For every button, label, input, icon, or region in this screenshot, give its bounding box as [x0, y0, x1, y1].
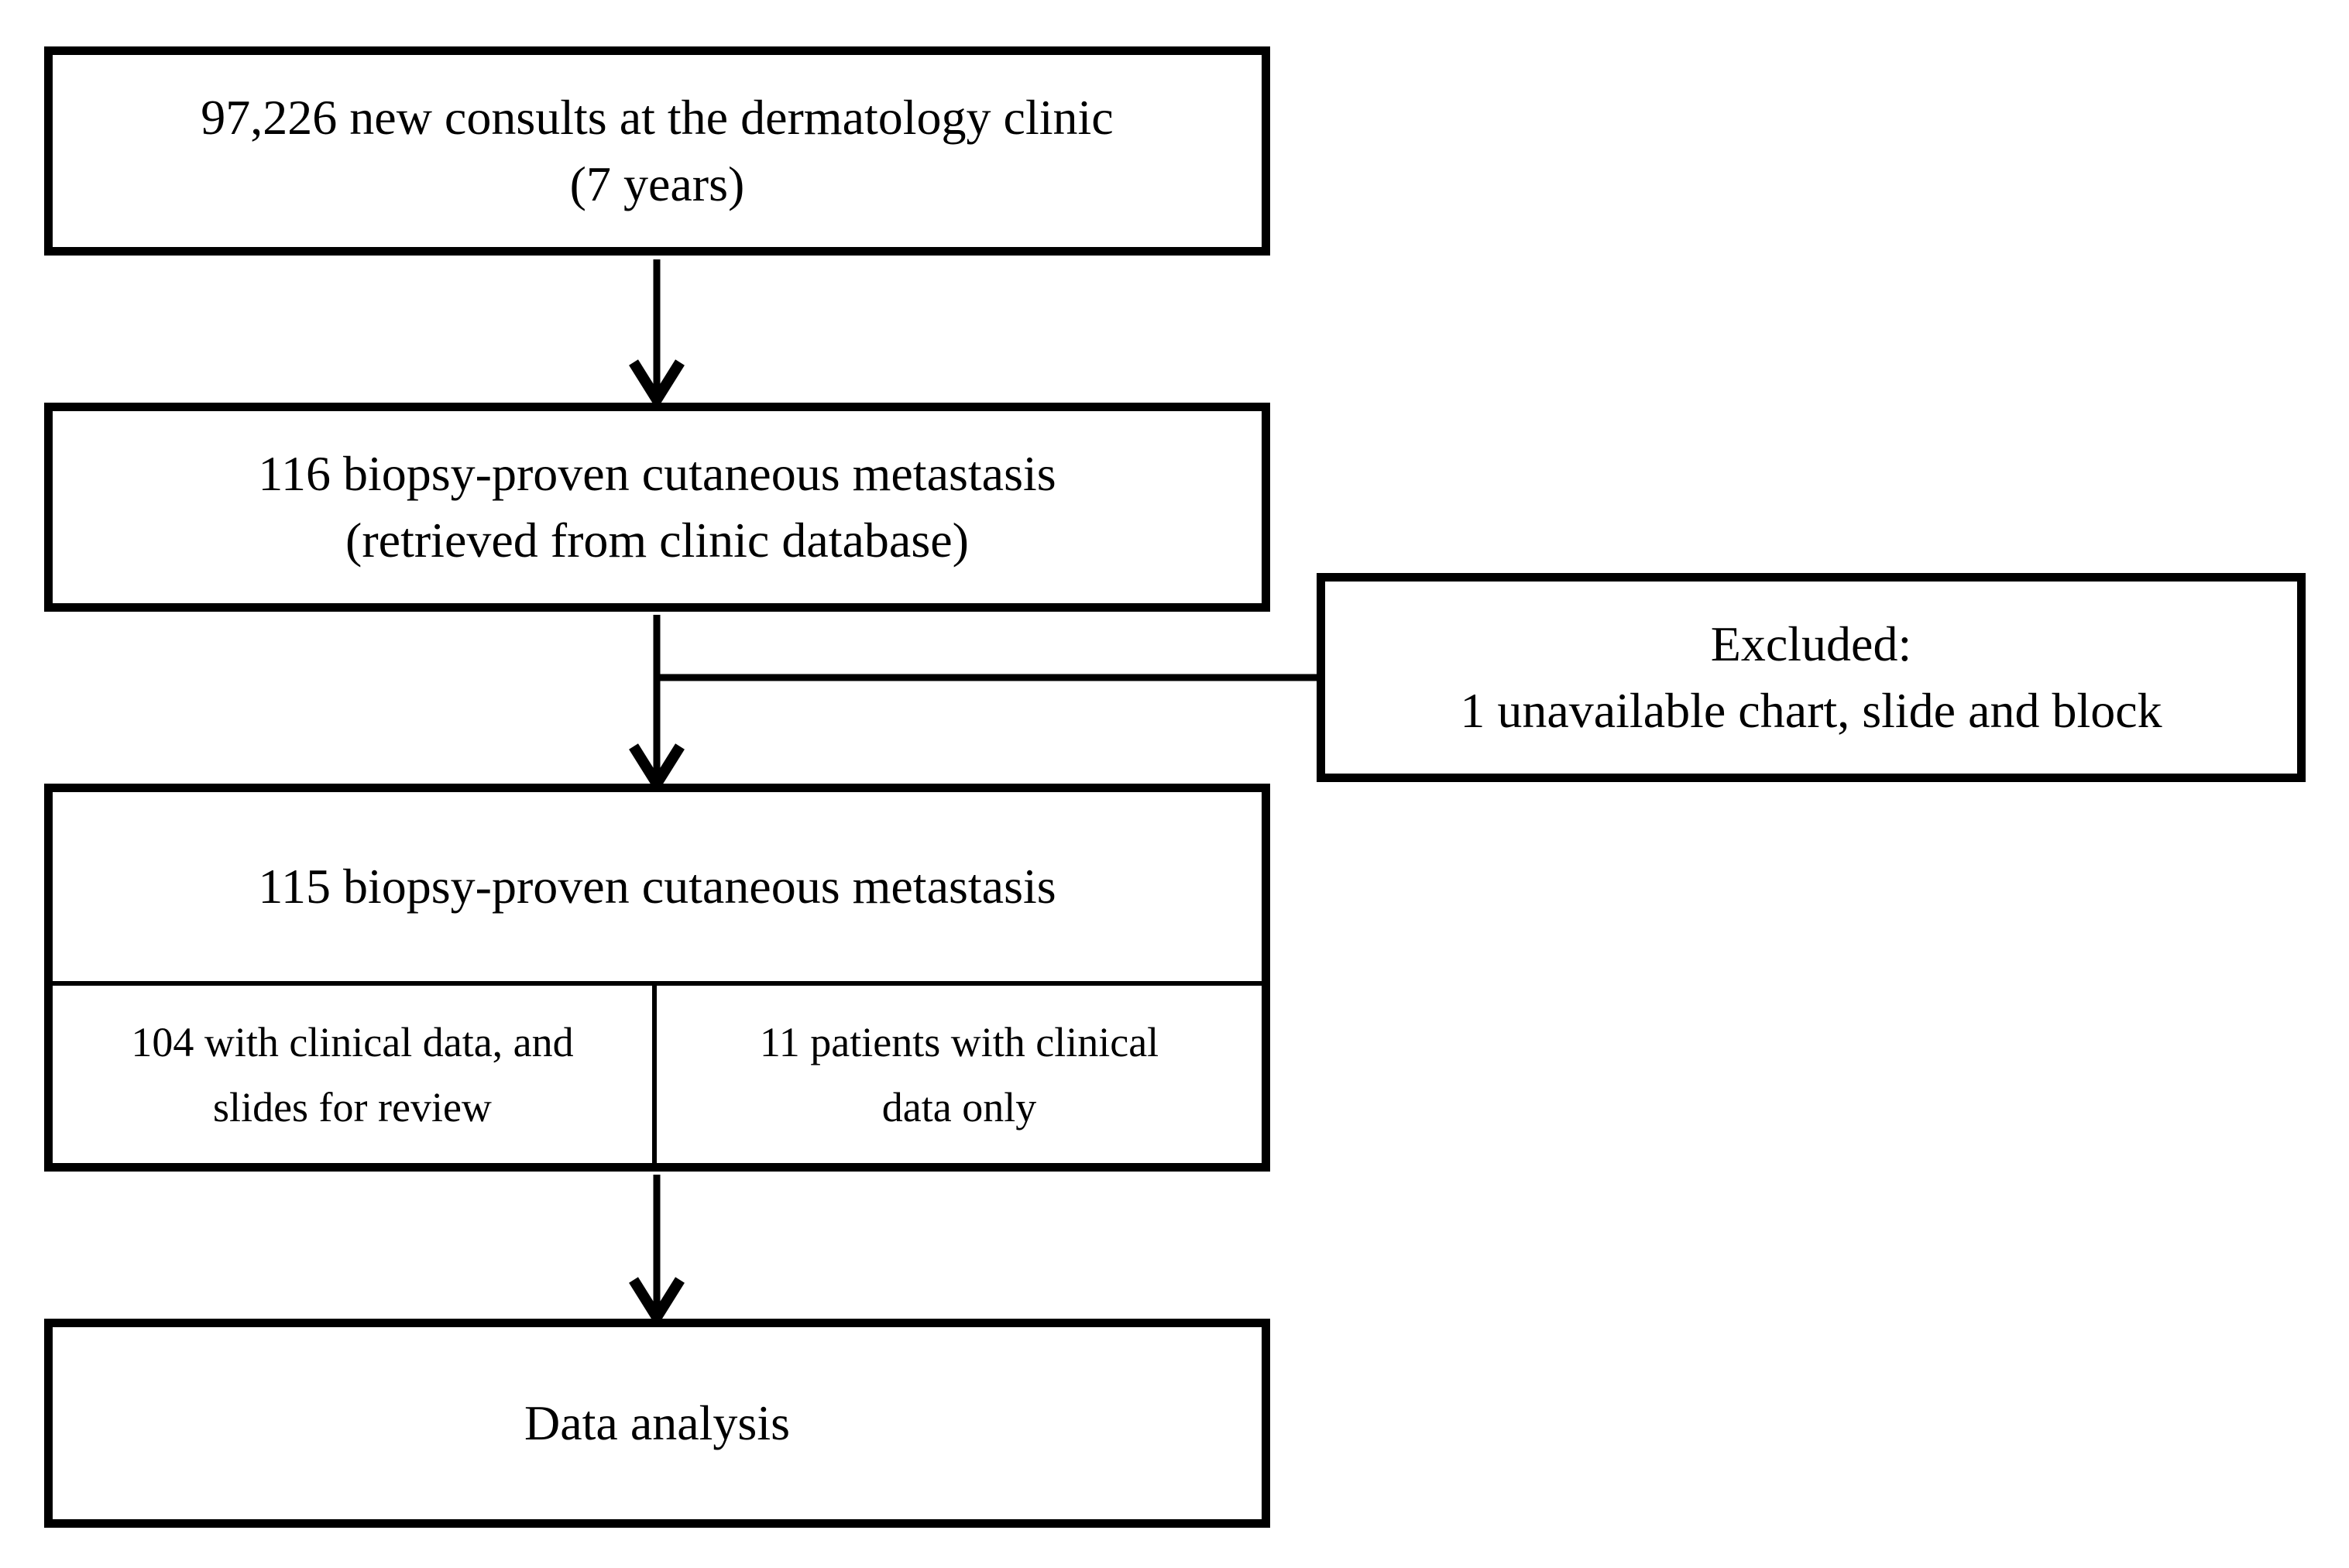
flow-box-new-consults: 97,226 new consults at the dermatology c… — [44, 46, 1270, 256]
arrow-included-to-analysis — [629, 1175, 685, 1328]
excluded-line-2: 1 unavailable chart, slide and block — [1460, 683, 2162, 738]
included-right-line-1: 11 patients with clinical — [759, 1018, 1159, 1065]
flow-box-115-metastasis: 115 biopsy-proven cutaneous metastasis 1… — [44, 784, 1270, 1172]
included-subrow: 104 with clinical data, and slides for r… — [53, 986, 1262, 1163]
flow-box-116-metastasis: 116 biopsy-proven cutaneous metastasis (… — [44, 403, 1270, 612]
included-left-cell: 104 with clinical data, and slides for r… — [53, 986, 657, 1163]
included-header-text: 115 biopsy-proven cutaneous metastasis — [258, 859, 1056, 914]
included-right-line-2: data only — [881, 1083, 1037, 1131]
consults-line-2: (7 years) — [569, 156, 745, 211]
retrieved-line-2: (retrieved from clinic database) — [345, 513, 969, 568]
included-header-cell: 115 biopsy-proven cutaneous metastasis — [53, 792, 1262, 986]
included-right-cell: 11 patients with clinical data only — [657, 986, 1262, 1163]
excluded-line-1: Excluded: — [1710, 616, 1912, 671]
arrow-consults-to-retrieved — [629, 259, 685, 410]
flow-box-data-analysis: Data analysis — [44, 1319, 1270, 1528]
arrow-retrieved-to-included — [629, 615, 685, 794]
analysis-line-1: Data analysis — [524, 1395, 790, 1450]
retrieved-line-1: 116 biopsy-proven cutaneous metastasis — [258, 446, 1056, 501]
flow-box-excluded: Excluded: 1 unavailable chart, slide and… — [1317, 573, 2306, 782]
included-left-line-1: 104 with clinical data, and — [131, 1018, 574, 1065]
included-left-line-2: slides for review — [213, 1083, 492, 1131]
consults-line-1: 97,226 new consults at the dermatology c… — [201, 90, 1114, 145]
